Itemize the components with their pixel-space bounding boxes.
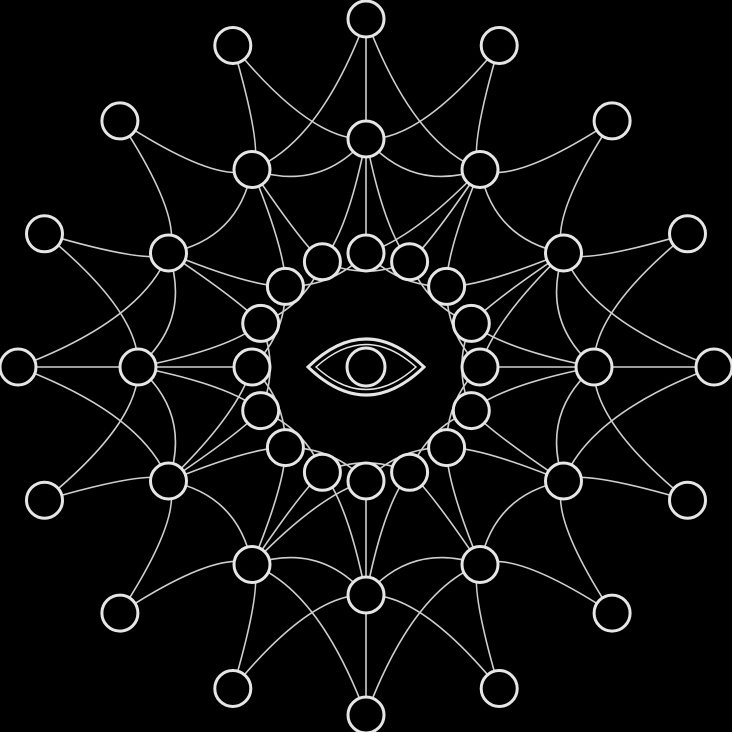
node-middle (149, 461, 188, 501)
node-outer (668, 480, 707, 520)
edge-middle-outer (559, 480, 613, 614)
node-middle (346, 575, 386, 615)
eye-inner-outline (314, 343, 418, 391)
eye-iris (345, 346, 387, 388)
edge-middle-outer (119, 480, 173, 614)
node-middle (544, 461, 583, 501)
node-middle (232, 150, 272, 189)
node-inner (346, 461, 386, 501)
node-middle (118, 347, 158, 387)
edge-middle-outer (119, 120, 173, 254)
node-middle (460, 545, 500, 584)
node-middle (149, 233, 188, 273)
node-middle (460, 150, 500, 189)
edge-middle-outer (479, 120, 613, 174)
node-outer (213, 26, 253, 65)
node-inner (451, 391, 491, 431)
node-middle (544, 233, 583, 273)
edge-middle-outer (559, 120, 613, 254)
node-outer (25, 214, 64, 254)
node-inner (346, 233, 386, 273)
node-inner (460, 347, 500, 387)
edge-inner-middle (365, 168, 481, 254)
edge-inner-middle (251, 480, 367, 566)
node-inner (390, 242, 430, 282)
edge-middle-outer (119, 120, 253, 174)
node-outer (346, 695, 386, 732)
node-outer (592, 593, 632, 633)
node-outer (479, 669, 519, 708)
node-inner (427, 428, 467, 468)
node-inner (265, 266, 305, 306)
edge-middle-outer (479, 560, 613, 614)
node-inner (241, 303, 281, 343)
node-middle (574, 347, 614, 387)
node-middle (232, 545, 272, 584)
node-inner (232, 347, 272, 387)
node-outer (592, 101, 632, 141)
eye-icon (305, 337, 427, 397)
node-outer (346, 0, 386, 39)
edge-inner-middle (479, 252, 565, 368)
edge-inner-middle (167, 366, 253, 482)
node-inner (451, 303, 491, 343)
eye-outline (305, 337, 427, 397)
node-inner (241, 391, 281, 431)
node-outer (694, 347, 732, 387)
node-inner (390, 452, 430, 492)
edge-middle-outer (119, 560, 253, 614)
node-inner (302, 452, 342, 492)
node-inner (302, 242, 342, 282)
node-outer (668, 214, 707, 254)
node-outer (100, 593, 140, 633)
node-middle (346, 119, 386, 159)
node-inner (427, 266, 467, 306)
node-outer (479, 26, 519, 65)
node-inner (265, 428, 305, 468)
node-outer (100, 101, 140, 141)
node-outer (213, 669, 253, 708)
node-outer (25, 480, 64, 520)
node-outer (0, 347, 38, 387)
